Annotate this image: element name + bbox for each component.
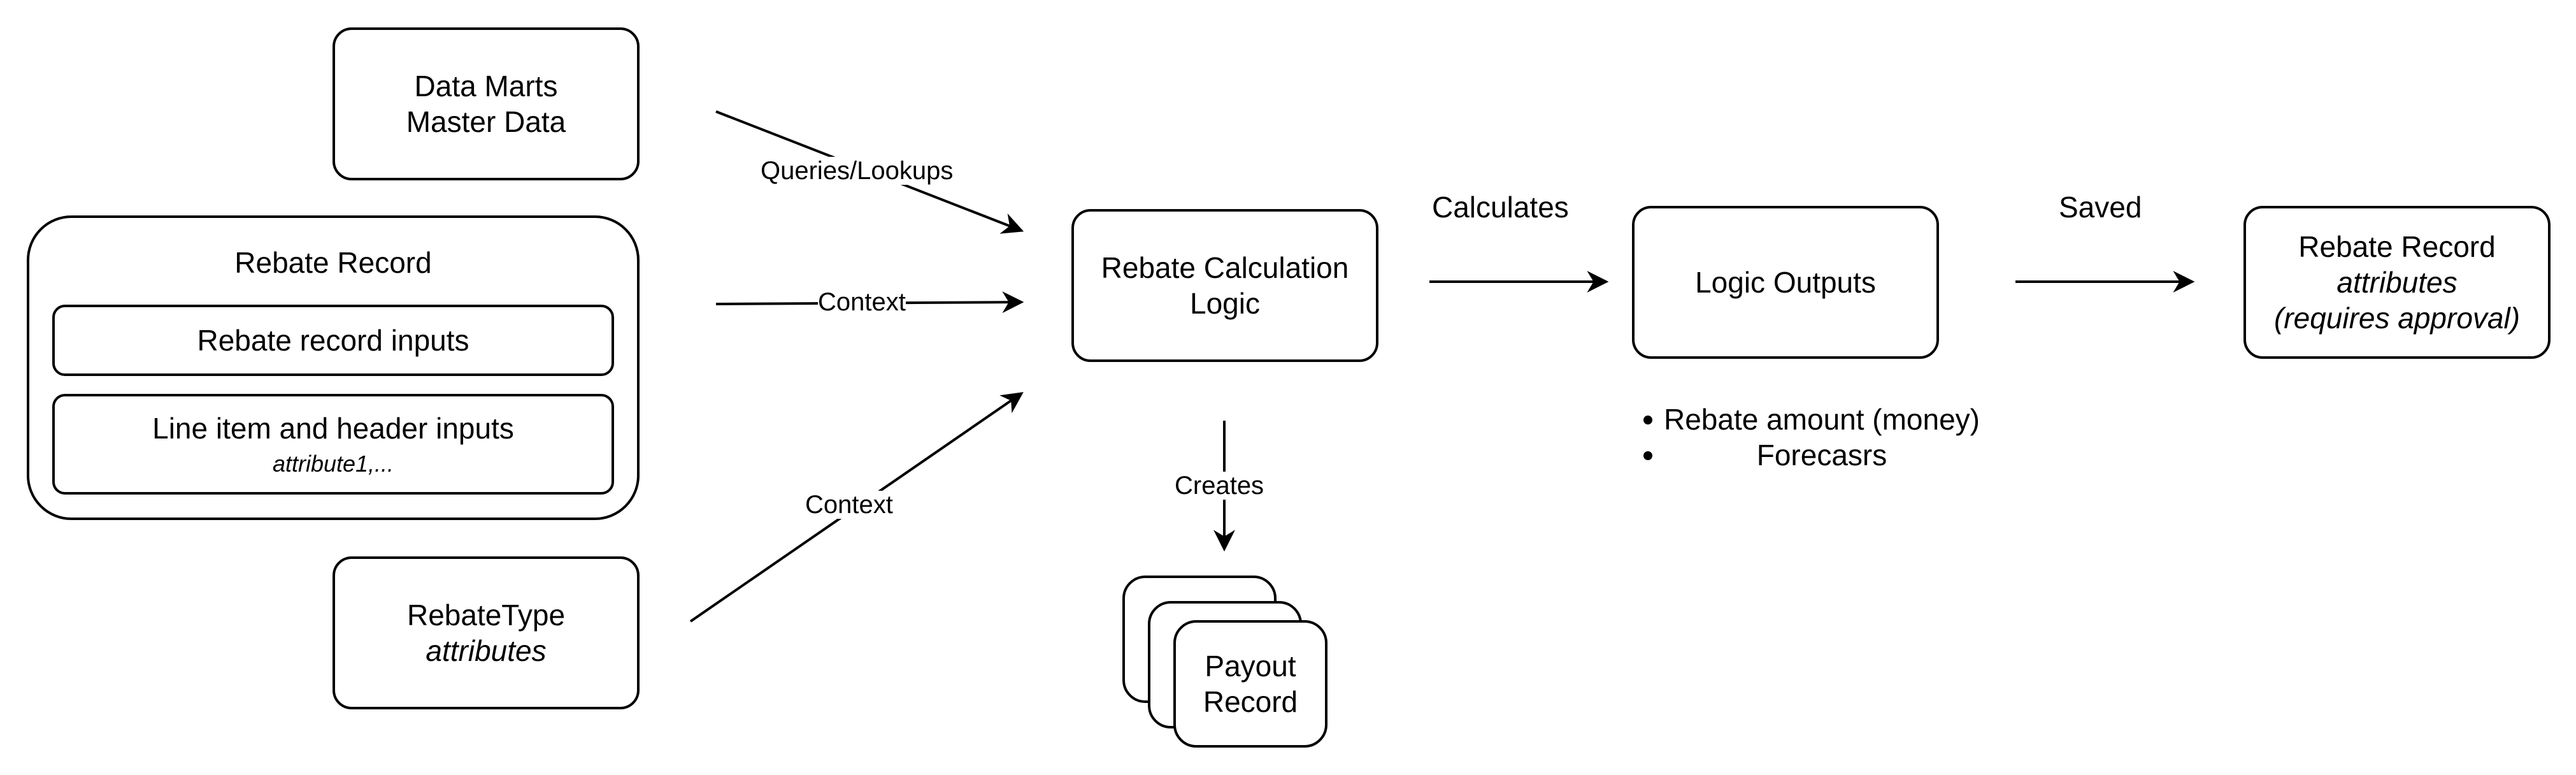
- output-item-rebate-amount-line1: Rebate amount: [1663, 403, 1864, 436]
- output-item-forecasrs-line1: Forecasrs: [1756, 438, 1887, 472]
- payout-record-card-front: Payout Record: [1173, 620, 1327, 748]
- payout-record-line2: Record: [1203, 685, 1298, 718]
- payout-record-line1: Payout: [1205, 649, 1296, 683]
- output-item-rebate-amount-line2: (money): [1872, 403, 1980, 436]
- rebate-record-inputs-node: Rebate record inputs: [52, 305, 614, 376]
- bullet-icon: [1643, 416, 1652, 424]
- rebate-calculation-logic-node: Rebate Calculation Logic: [1071, 209, 1378, 362]
- edge-label-queries: Queries/Lookups: [761, 157, 954, 185]
- output-item-rebate-amount: Rebate amount (money): [1643, 402, 2000, 437]
- logic-outputs-label: Logic Outputs: [1695, 265, 1876, 299]
- line-item-inputs-node: Line item and header inputs attribute1,.…: [52, 394, 614, 495]
- rebate-record-output-node: Rebate Record attributes (requires appro…: [2243, 206, 2551, 359]
- data-marts-line2: Master Data: [406, 105, 566, 138]
- edge-label-creates: Creates: [1175, 472, 1264, 500]
- rebate-record-output-line1: Rebate Record: [2298, 229, 2496, 263]
- logic-outputs-list: Rebate amount (money) Forecasrs: [1643, 402, 2000, 473]
- rebate-type-line2: attributes: [426, 634, 547, 667]
- rebate-record-inputs-label: Rebate record inputs: [197, 323, 469, 357]
- rebate-record-output-line2: attributes: [2336, 265, 2458, 299]
- logic-outputs-node: Logic Outputs: [1632, 206, 1939, 359]
- data-marts-node: Data Marts Master Data: [333, 27, 640, 180]
- bullet-icon: [1643, 451, 1652, 461]
- data-marts-line1: Data Marts: [414, 69, 558, 103]
- calc-logic-line1: Rebate Calculation: [1101, 250, 1349, 284]
- line-item-inputs-attribute: attribute1,...: [272, 451, 394, 477]
- rebate-type-line1: RebateType: [406, 598, 566, 632]
- edge-label-saved: Saved: [2059, 191, 2142, 224]
- rebate-record-output-line3: (requires approval): [2273, 301, 2521, 335]
- rebate-type-node: RebateType attributes: [333, 556, 640, 709]
- calc-logic-line2: Logic: [1190, 287, 1260, 320]
- line-item-inputs-label: Line item and header inputs: [152, 411, 514, 445]
- output-item-forecasrs: Forecasrs: [1643, 437, 2000, 473]
- rebate-record-group-title: Rebate Record: [234, 246, 432, 279]
- edge-label-context1: Context: [818, 288, 906, 316]
- edge-label-context2: Context: [805, 491, 893, 519]
- edge-label-calculates: Calculates: [1432, 191, 1569, 224]
